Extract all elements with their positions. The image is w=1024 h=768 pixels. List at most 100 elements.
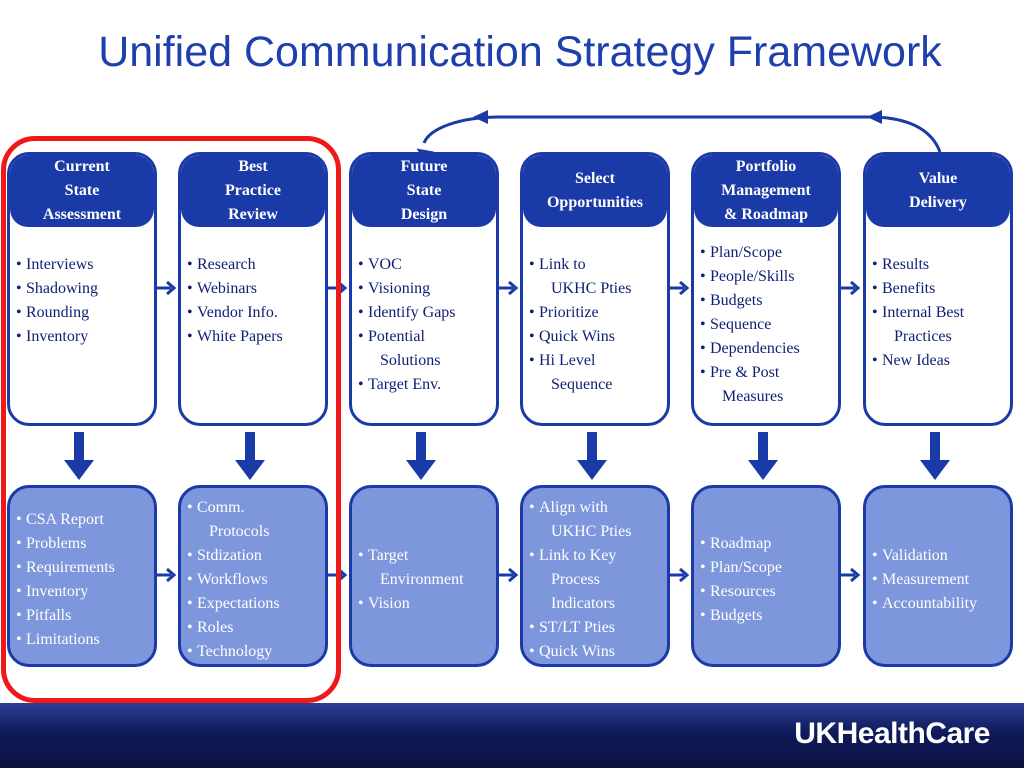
deliverable-card: RoadmapPlan/ScopeResourcesBudgets [691,485,841,667]
activity-text: VOC [368,256,402,273]
footer-bar: UKHealthCare [0,703,1024,768]
deliverable-list: RoadmapPlan/ScopeResourcesBudgets [694,532,838,628]
phase-card: SelectOpportunitiesLink to UKHC PtiesPrio… [520,152,670,426]
activity-text: Link to [539,256,586,273]
down-arrow-icon [406,432,436,480]
deliverable-item: Expectations [181,592,325,616]
highlight-frame [1,136,341,703]
activity-text: Identify Gaps [368,304,456,321]
phase-header-line: State [64,182,100,199]
down-arrow-icon [64,432,94,480]
activity-text: Prioritize [539,304,599,321]
phase-card: BestPracticeReviewResearchWebinarsVendor… [178,152,328,426]
activity-item: Budgets [694,289,838,313]
activity-item: Benefits [866,277,1010,301]
deliverable-item: Comm. Protocols [181,496,325,544]
deliverable-text: Protocols [209,523,270,540]
activity-text: Plan/Scope [710,244,782,261]
activity-item: New Ideas [866,349,1010,373]
deliverable-text: Requirements [26,559,115,576]
activity-item: Dependencies [694,337,838,361]
activity-text: UKHC Pties [551,280,632,297]
activity-text: Hi Level [539,352,596,369]
activity-item: Sequence [694,313,838,337]
activity-text: Target Env. [368,376,442,393]
deliverable-text: Target [368,547,409,564]
phase-header-line: Value [918,170,958,187]
activity-item: White Papers [181,325,325,349]
deliverable-text: Limitations [26,631,100,648]
phase-header-line: Review [228,206,278,223]
deliverable-card: Comm. ProtocolsStdizationWorkflowsExpecta… [178,485,328,667]
activity-text: Vendor Info. [197,304,278,321]
activity-text: New Ideas [882,352,950,369]
phase-header-line: Portfolio [735,158,797,175]
activity-text: People/Skills [710,268,795,285]
activity-text: Dependencies [710,340,800,357]
deliverable-text: Measurement [882,571,970,588]
activity-item: Interviews [10,253,154,277]
right-arrow-icon [499,281,519,295]
activity-text: Potential [368,328,425,345]
activity-item: Research [181,253,325,277]
deliverable-item: Accountability [866,592,1010,616]
right-arrow-icon [157,281,177,295]
deliverable-text: Comm. [197,499,245,516]
right-arrow-icon [499,568,519,582]
deliverable-item: ST/LT Pties [523,616,667,640]
deliverable-item: Limitations [10,628,154,652]
phase-card: FutureStateDesignVOCVisioningIdentify Ga… [349,152,499,426]
deliverable-item: Budgets [694,604,838,628]
activity-text: Budgets [710,292,763,309]
activity-text: Rounding [26,304,90,321]
down-arrow-icon [748,432,778,480]
deliverable-text: CSA Report [26,511,104,528]
phase-header-line: Future [400,158,448,175]
down-arrow-icon [577,432,607,480]
activity-text: Practices [894,328,952,345]
deliverable-item: Resources [694,580,838,604]
activity-list: ResultsBenefitsInternal BestPracticesNew… [866,253,1010,373]
deliverable-text: Align with [539,499,608,516]
activity-text: Solutions [380,352,441,369]
right-arrow-icon [157,568,177,582]
activity-text: Internal Best [882,304,965,321]
deliverable-text: Budgets [710,607,763,624]
deliverable-item: Problems [10,532,154,556]
deliverable-list: CSA ReportProblemsRequirementsInventoryP… [10,508,154,652]
phase-card: CurrentStateAssessmentInterviewsShadowin… [7,152,157,426]
deliverable-text: ST/LT Pties [539,619,616,636]
activity-text: Pre & Post [710,364,780,381]
activity-item: Inventory [10,325,154,349]
phase-header-line: & Roadmap [723,206,808,223]
deliverable-item: Inventory [10,580,154,604]
deliverable-item: Stdization [181,544,325,568]
deliverable-text: Pitfalls [26,607,72,624]
deliverable-text: Roles [197,619,234,636]
phase-card: ValueDeliveryResultsBenefitsInternal Bes… [863,152,1013,426]
activity-text: Measures [722,388,784,405]
activity-text: Shadowing [26,280,98,297]
deliverable-item: Workflows [181,568,325,592]
deliverable-text: Quick Wins [539,643,615,660]
uk-healthcare-logo: UKHealthCare [794,717,990,750]
down-arrow-icon [235,432,265,480]
deliverable-text: Vision [368,595,410,612]
activity-list: VOCVisioningIdentify GapsPotentialSoluti… [352,253,496,397]
deliverable-text: Inventory [26,583,89,600]
deliverable-text: Problems [26,535,87,552]
right-arrow-icon [841,281,861,295]
phase-header-line: Design [400,206,448,223]
phase-header-line: Delivery [909,194,967,211]
